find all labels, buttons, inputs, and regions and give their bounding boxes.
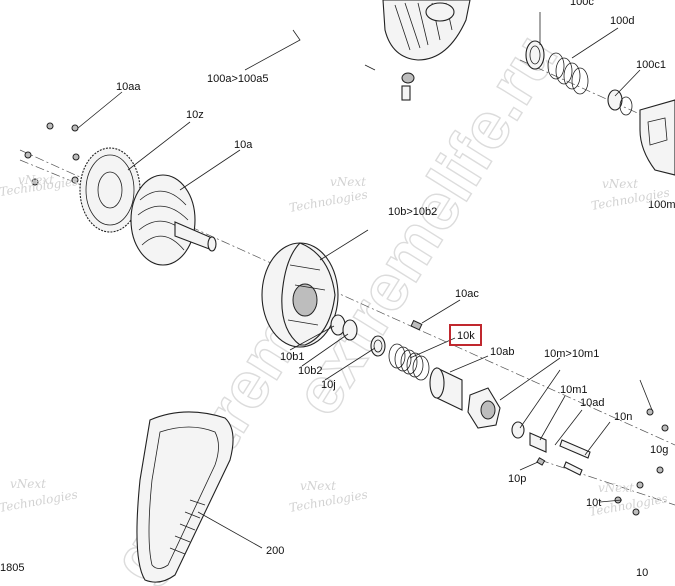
label-100m: 100m [648, 199, 675, 211]
label-10b1: 10b1 [280, 351, 304, 363]
sleeve-10ab [429, 367, 463, 411]
leader-lines [77, 12, 653, 549]
cam-100m [639, 99, 675, 176]
label-1805: 1805 [0, 562, 24, 574]
label-200: 200 [266, 545, 284, 557]
bolt-10ac [410, 319, 423, 331]
bushing-10m1 [511, 421, 547, 453]
label-10b: 10b>10b2 [388, 206, 437, 218]
watermark-4-line1: vNext [10, 477, 46, 491]
movable-sheave-10b [261, 242, 339, 348]
fixed-sheave-10a [130, 174, 217, 266]
watermark-5-line1: vNext [300, 479, 336, 493]
watermark-2-line2: Technologies [288, 187, 369, 215]
watermark-3-line1: vNext [602, 177, 638, 191]
bolt-10n [559, 439, 591, 476]
washer-100c1 [607, 89, 633, 116]
label-10m: 10m>10m1 [544, 348, 599, 360]
label-10m1: 10m1 [560, 384, 588, 396]
ring-10b2 [342, 319, 358, 341]
watermark-6-line1: vNext [598, 481, 634, 495]
label-10a: 10a [234, 139, 253, 151]
washer-10j [370, 335, 386, 357]
label-10z: 10z [186, 109, 204, 121]
label-100a: 100a>100a5 [207, 73, 268, 85]
label-100c1: 100c1 [636, 59, 666, 71]
label-10aa: 10aa [116, 81, 141, 93]
bolts-10aa [24, 122, 80, 186]
spider-cover [467, 387, 501, 429]
driven-pulley-100a [364, 0, 471, 101]
label-10b2: 10b2 [298, 365, 322, 377]
label-10-edge: 10 [636, 567, 648, 579]
drive-belt-200 [136, 411, 234, 583]
label-10p: 10p [508, 473, 526, 485]
pin-10p [536, 457, 546, 466]
spring-100d [525, 40, 589, 95]
label-10ad: 10ad [580, 397, 604, 409]
label-10j: 10j [321, 379, 336, 391]
label-10ab: 10ab [490, 346, 514, 358]
site-watermark-upper: extremelife.ru [279, 21, 571, 427]
watermark-4-line2: Technologies [0, 487, 79, 515]
label-100d: 100d [610, 15, 634, 27]
highlight-box-10k [449, 324, 482, 346]
spring-10k [388, 343, 430, 381]
watermark-2-line1: vNext [330, 175, 366, 189]
label-10k: 10k [457, 330, 475, 342]
watermark-6-line2: Technologies [588, 491, 669, 519]
label-10n: 10n [614, 411, 632, 423]
watermark-1-line1: vNext [18, 173, 54, 187]
label-100c: 100c [570, 0, 594, 8]
label-10t: 10t [586, 497, 601, 509]
label-10ac: 10ac [455, 288, 479, 300]
label-10g: 10g [650, 444, 668, 456]
